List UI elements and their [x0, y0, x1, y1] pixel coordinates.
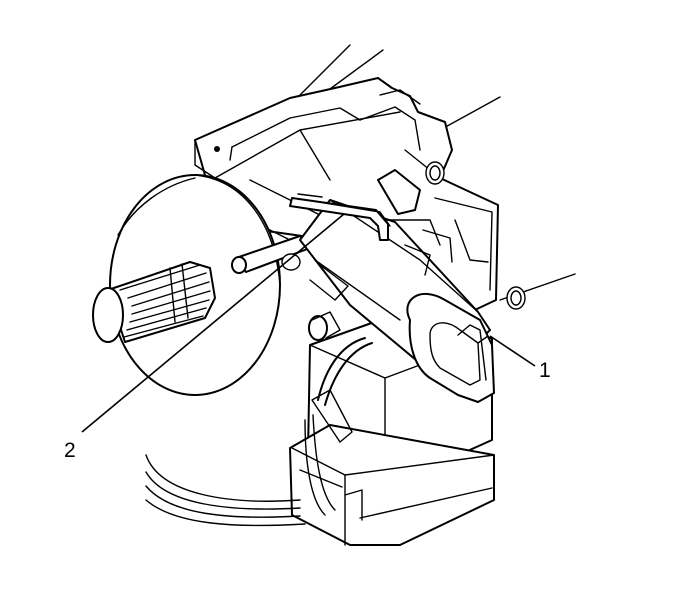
leader-1	[489, 335, 536, 367]
callout-label-2: 2	[64, 439, 76, 462]
callout-label-1: 1	[539, 359, 551, 382]
leader-2	[81, 213, 345, 433]
lock-cylinder	[299, 199, 495, 403]
pin	[231, 235, 311, 274]
splined-shaft	[92, 261, 216, 343]
wiring-harness	[145, 454, 306, 527]
retaining-clip	[289, 169, 421, 241]
callout-leaders	[81, 213, 536, 433]
